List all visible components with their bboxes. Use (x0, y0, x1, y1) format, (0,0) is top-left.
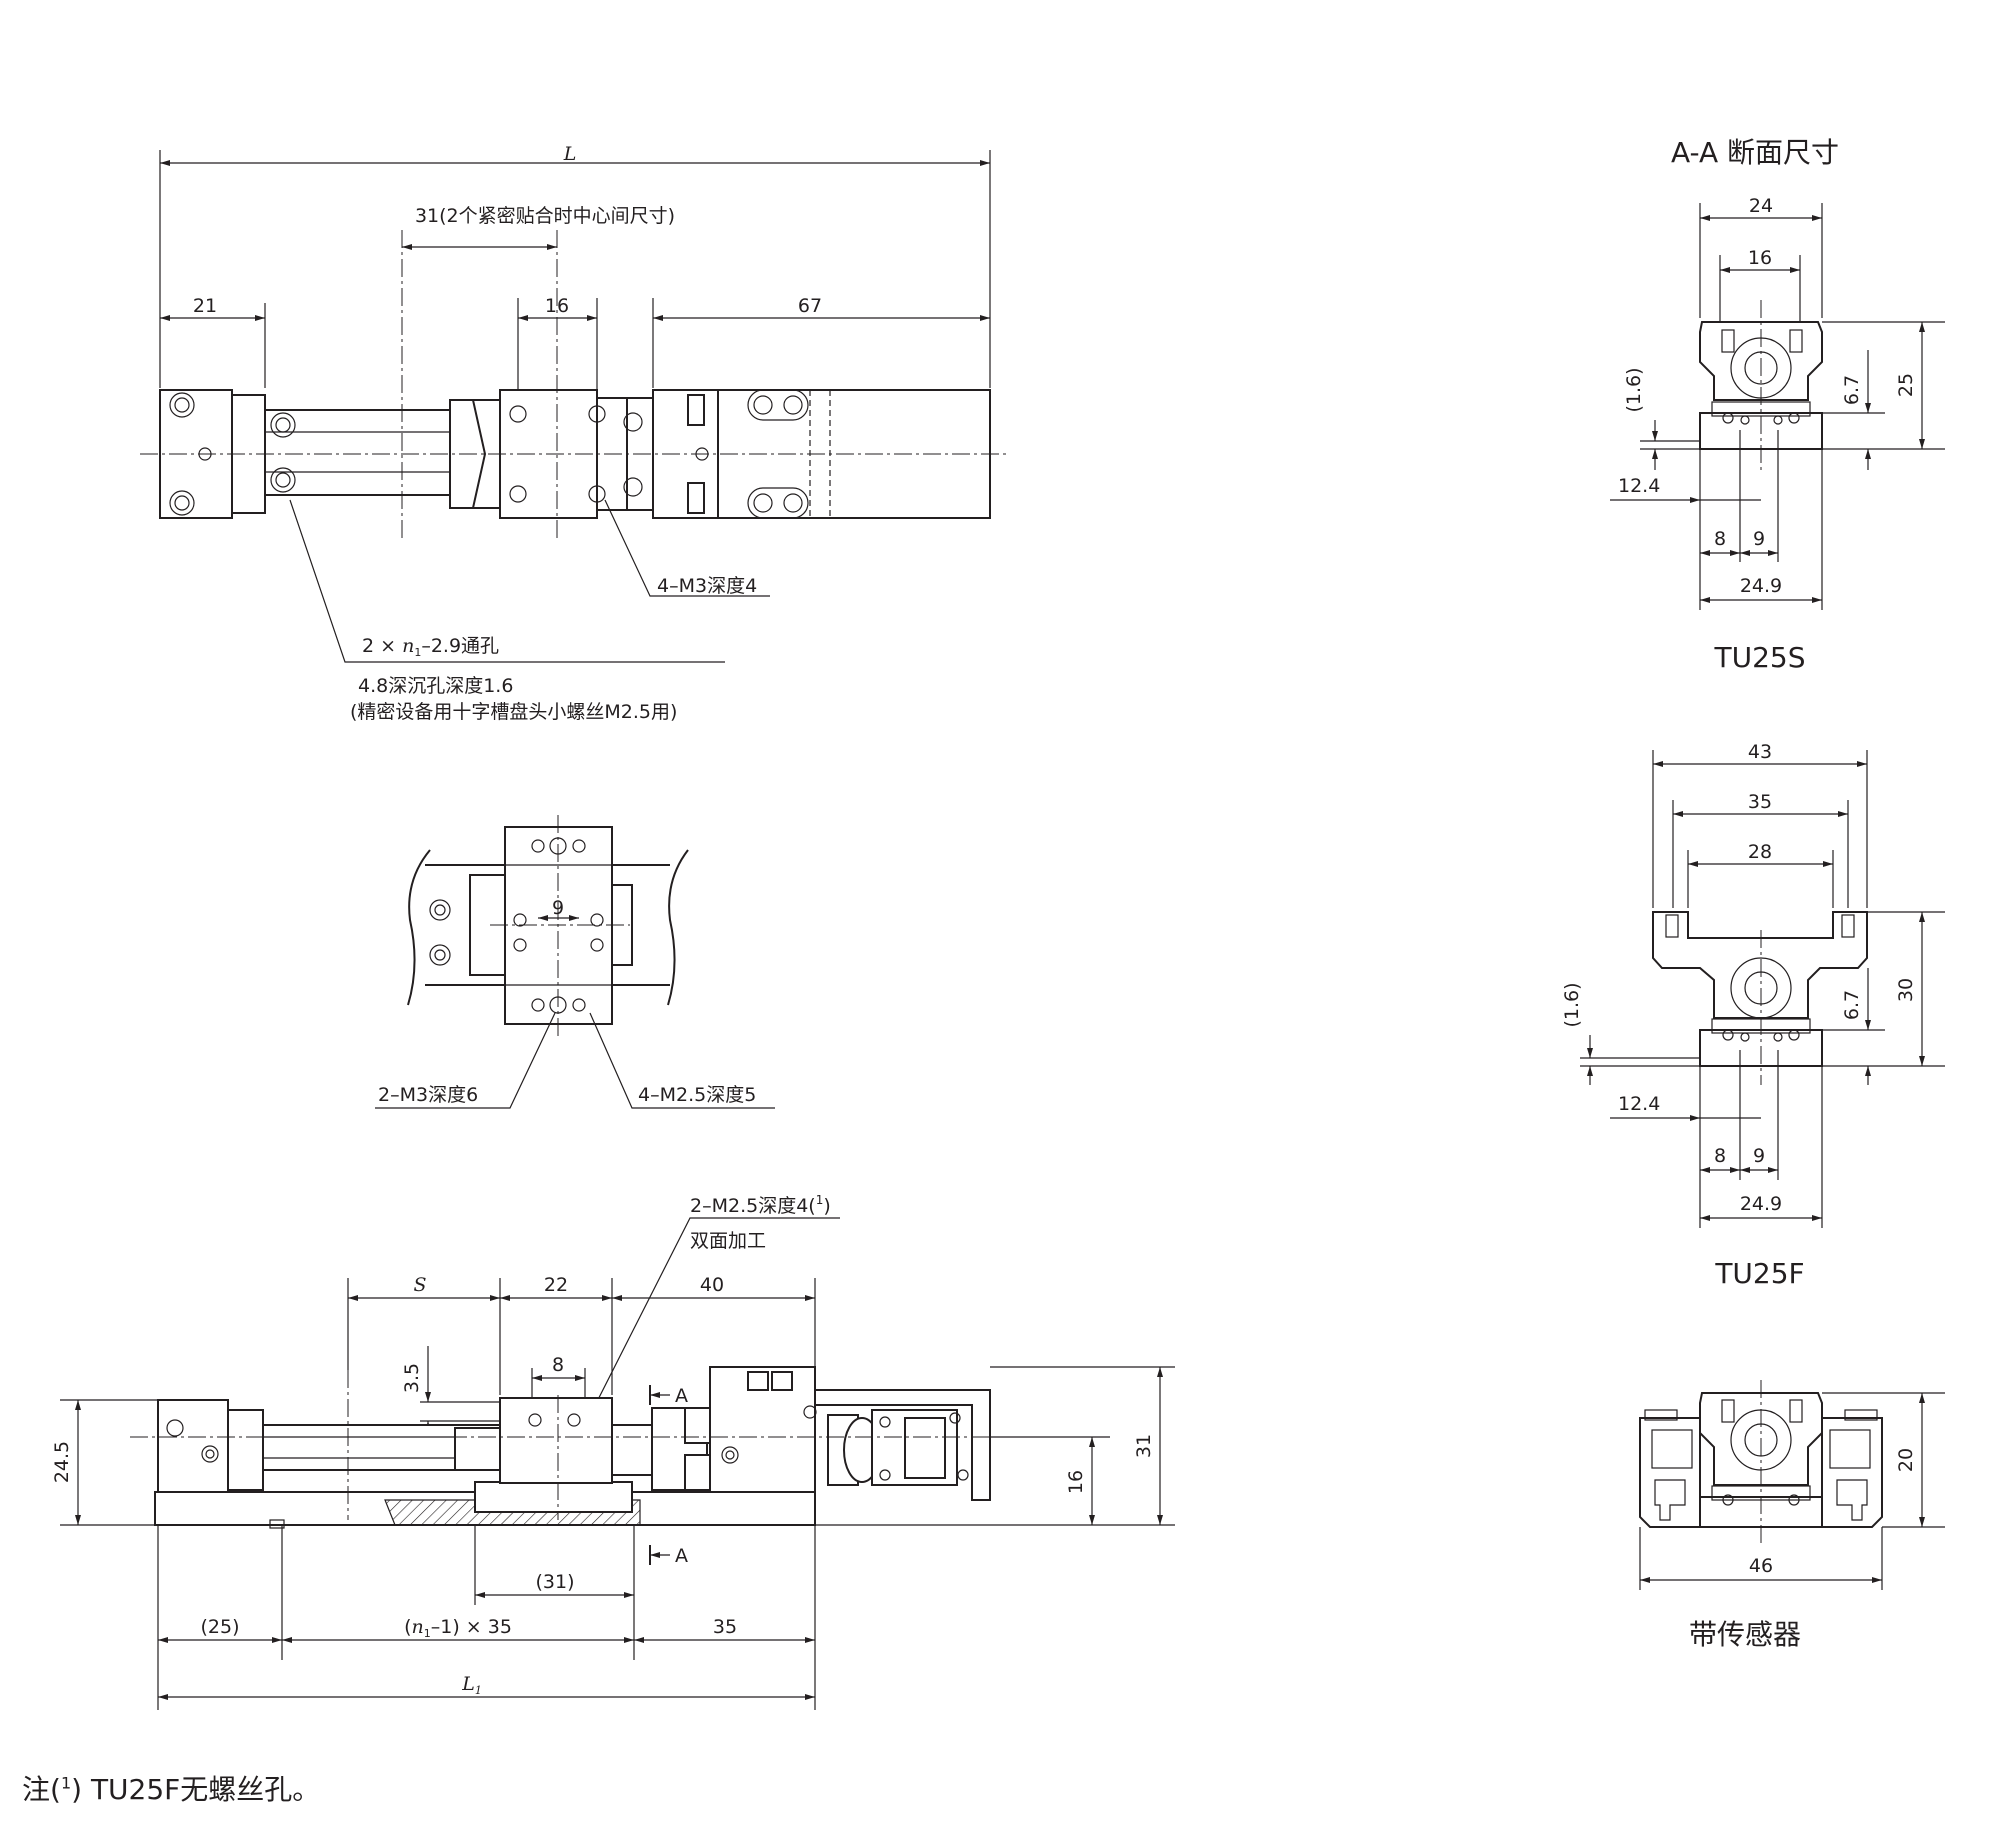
dim-25-paren: (25) (200, 1616, 239, 1638)
dim-24-9: 24.9 (1740, 575, 1782, 597)
dim-24: 24 (1749, 195, 1773, 217)
dim-9: 9 (552, 897, 564, 919)
note-tap-m3-depth6: 2–M3深度6 (378, 1084, 478, 1106)
dim-6-7: 6.7 (1841, 990, 1863, 1020)
dim-L1: L1 (461, 1673, 482, 1697)
dim-16: 16 (1748, 247, 1772, 269)
dim-25: 25 (1895, 373, 1917, 397)
dim-3-5: 3.5 (401, 1363, 423, 1393)
dim-35: 35 (1748, 791, 1772, 813)
dim-12-4: 12.4 (1618, 475, 1660, 497)
dim-pitch: (n1–1) × 35 (404, 1616, 512, 1640)
section-title: A-A 断面尺寸 (1671, 136, 1839, 169)
section-with-sensor: 20 46 带传感器 (1639, 1380, 1945, 1651)
dim-8: 8 (1714, 1145, 1726, 1167)
model-name-tu25f: TU25F (1714, 1257, 1804, 1290)
dim-center-pitch: 31(2个紧密贴合时中心间尺寸) (415, 205, 675, 227)
note-counterbore: 4.8深沉孔深度1.6 (358, 675, 513, 697)
note-screw-type: (精密设备用十字槽盘头小螺丝M2.5用) (350, 701, 677, 723)
dim-8: 8 (552, 1354, 564, 1376)
dim-31-height: 31 (1133, 1434, 1155, 1458)
note-tap-m3: 4–M3深度4 (657, 575, 757, 597)
dim-9: 9 (1753, 1145, 1765, 1167)
dim-22: 22 (544, 1274, 568, 1296)
note-both-side-tap: 2–M2.5深度4(1) (690, 1193, 831, 1217)
note-both-sides: 双面加工 (690, 1230, 766, 1252)
dim-28: 28 (1748, 841, 1772, 863)
model-name-tu25s: TU25S (1714, 641, 1806, 674)
side-view: 2–M2.5深度4(1) 双面加工 S 22 40 8 3.5 A (51, 1193, 1175, 1710)
dim-1-6: (1.6) (1623, 367, 1645, 412)
dim-L: L (563, 143, 577, 165)
dim-24-9: 24.9 (1740, 1193, 1782, 1215)
dim-40: 40 (700, 1274, 724, 1296)
dim-16-height: 16 (1065, 1470, 1087, 1494)
sensor-label: 带传感器 (1689, 1618, 1801, 1651)
dim-21: 21 (193, 295, 217, 317)
dim-S: S (413, 1274, 426, 1296)
dim-9: 9 (1753, 528, 1765, 550)
footnote: 注(1) TU25F无螺丝孔。 (22, 1773, 321, 1806)
note-through-holes: 2 × n1–2.9通孔 (362, 635, 499, 659)
section-mark-a-top: A (675, 1385, 688, 1407)
dim-20: 20 (1895, 1448, 1917, 1472)
dim-35: 35 (713, 1616, 737, 1638)
section-tu25s: 24 16 25 6.7 (1.6) 12.4 8 9 (1610, 195, 1945, 674)
dim-1-6: (1.6) (1561, 982, 1583, 1027)
dim-30: 30 (1895, 978, 1917, 1002)
note-tap-m25-depth5: 4–M2.5深度5 (638, 1084, 756, 1106)
detail-view: 9 2–M3深度6 4–M2.5深度5 (375, 815, 775, 1109)
dim-8: 8 (1714, 528, 1726, 550)
dim-31-paren: (31) (535, 1571, 574, 1593)
section-mark-a-bottom: A (675, 1545, 688, 1567)
dim-67: 67 (798, 295, 822, 317)
top-view: L 31(2个紧密贴合时中心间尺寸) 21 16 67 (140, 143, 1010, 723)
section-tu25f: 43 35 28 30 6.7 (1.6) 12.4 8 9 (1561, 741, 1945, 1290)
dim-12-4: 12.4 (1618, 1093, 1660, 1115)
dim-6-7: 6.7 (1841, 375, 1863, 405)
dim-46: 46 (1749, 1555, 1773, 1577)
dim-43: 43 (1748, 741, 1772, 763)
dim-24-5: 24.5 (51, 1441, 73, 1483)
